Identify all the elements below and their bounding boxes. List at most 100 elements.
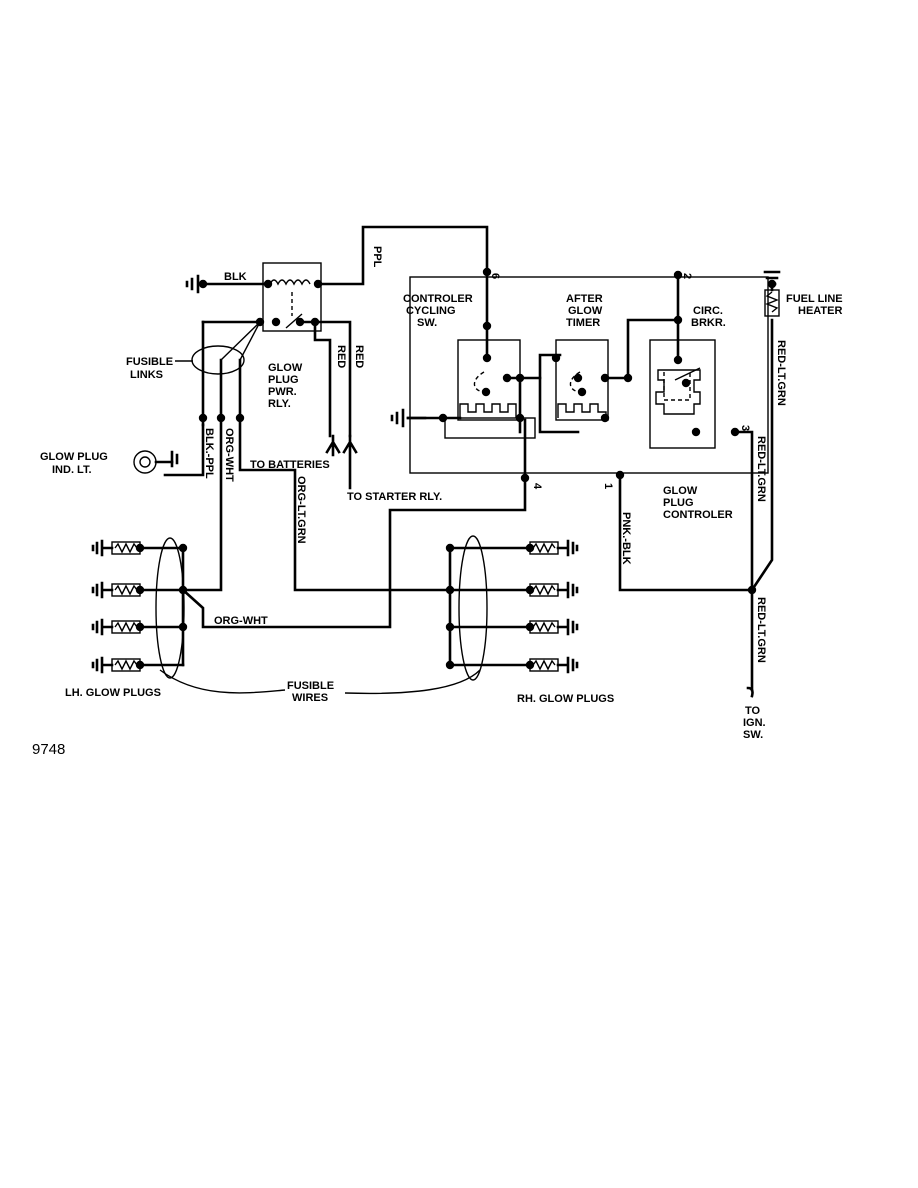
junction-dot — [691, 427, 701, 437]
junction-dot — [525, 585, 535, 595]
relay-label-3: PWR. — [268, 386, 297, 398]
junction-dot — [600, 413, 610, 423]
ind-light-label-1: GLOW PLUG — [40, 451, 108, 463]
blk-label: BLK — [224, 271, 247, 283]
org-lt-grn-label: ORG-LT.GRN — [295, 476, 307, 544]
circ-brkr-label-2: BRKR. — [691, 317, 726, 329]
blk-ppl-label: BLK.-PPL — [203, 428, 215, 479]
junction-dot — [295, 317, 305, 327]
junction-dot — [681, 378, 691, 388]
to-starter-label: TO STARTER RLY. — [347, 491, 442, 503]
red-label-1: RED — [335, 345, 347, 368]
glow-plug-indicator-light — [133, 450, 174, 474]
red-lt-grn-bottom-label: RED-LT.GRN — [755, 597, 767, 663]
controller-label-3: CONTROLER — [663, 509, 733, 521]
junction-dot — [673, 315, 683, 325]
figure-number: 9748 — [32, 741, 66, 758]
junction-dot — [135, 622, 145, 632]
junction-dot — [502, 373, 512, 383]
to-ign-sw-label-2: IGN. — [743, 717, 766, 729]
rh-glow-plug-3 — [529, 618, 579, 636]
ind-light-label-2: IND. LT. — [52, 464, 92, 476]
junction-dot — [573, 373, 583, 383]
ppl-label: PPL — [371, 246, 383, 268]
junction-dot — [730, 427, 740, 437]
junction-dot — [178, 585, 188, 595]
terminal-1-label: 1 — [602, 483, 614, 489]
junction-dot — [623, 373, 633, 383]
lh-glow-plug-4 — [91, 656, 141, 674]
fuel-line-heater — [764, 282, 780, 317]
junction-dot — [135, 585, 145, 595]
relay-label-4: RLY. — [268, 398, 291, 410]
fusible-links-label-1: FUSIBLE — [126, 356, 173, 368]
cycling-sw-label-1: CONTROLER — [403, 293, 473, 305]
junction-dot — [615, 470, 625, 480]
to-batteries-label: TO BATTERIES — [250, 459, 330, 471]
junction-dot — [482, 267, 492, 277]
to-ign-sw-label-1: TO — [745, 705, 761, 717]
junction-dot — [481, 387, 491, 397]
red-lt-grn-top-label: RED-LT.GRN — [775, 340, 787, 406]
junction-dot — [235, 413, 245, 423]
red-lt-grn-mid-label: RED-LT.GRN — [755, 436, 767, 502]
junction-dot — [482, 353, 492, 363]
junction-dot — [198, 279, 208, 289]
fuel-heater-label-2: HEATER — [798, 305, 842, 317]
fusible-wires-label-2: WIRES — [292, 692, 328, 704]
junction-dot — [445, 543, 455, 553]
junction-dot — [767, 279, 777, 289]
rh-glow-plug-1 — [529, 539, 579, 557]
junction-dot — [178, 543, 188, 553]
relay-label-2: PLUG — [268, 374, 299, 386]
junction-dot — [438, 413, 448, 423]
terminal-3-label: 3 — [739, 425, 751, 431]
fusible-links-oval — [191, 345, 245, 375]
after-glow-label-1: AFTER — [566, 293, 603, 305]
junction-dot — [577, 387, 587, 397]
after-glow-label-3: TIMER — [566, 317, 600, 329]
fuel-heater-label-1: FUEL LINE — [786, 293, 843, 305]
lh-glow-plug-2 — [91, 581, 141, 599]
junction-dot — [515, 413, 525, 423]
wires — [138, 225, 774, 692]
junction-dot — [135, 543, 145, 553]
junction-dot — [178, 622, 188, 632]
junction-dot — [551, 353, 561, 363]
fusible-wires-label-1: FUSIBLE — [287, 680, 334, 692]
junction-dot — [600, 373, 610, 383]
org-wht-horizontal-label: ORG-WHT — [214, 615, 268, 627]
pnk-blk-label: PNK.-BLK — [620, 512, 632, 565]
to-ign-sw-label-3: SW. — [743, 729, 763, 741]
terminal-4-label: 4 — [531, 483, 543, 490]
lh-glow-plug-1 — [91, 539, 141, 557]
junction-dot — [515, 373, 525, 383]
org-wht-vertical-label: ORG-WHT — [223, 428, 235, 482]
junction-dot — [135, 660, 145, 670]
labels: BLK PPL RED RED FUSIBLE LINKS GLOW PLUG … — [40, 246, 843, 741]
junction-dot — [313, 279, 323, 289]
relay-label-1: GLOW — [268, 362, 303, 374]
junction-dot — [673, 355, 683, 365]
junction-dot — [445, 585, 455, 595]
controller-label-2: PLUG — [663, 497, 694, 509]
glow-plugs — [91, 539, 579, 674]
lh-glow-plugs-label: LH. GLOW PLUGS — [65, 687, 161, 699]
junction-dots — [135, 267, 777, 670]
cycling-sw-label-3: SW. — [417, 317, 437, 329]
cycling-sw-label-2: CYCLING — [406, 305, 456, 317]
fusible-wires — [155, 535, 488, 695]
terminal-2-label: 2 — [681, 273, 693, 279]
controller-label-1: GLOW — [663, 485, 698, 497]
junction-dot — [482, 321, 492, 331]
lh-glow-plug-3 — [91, 618, 141, 636]
junction-dot — [525, 543, 535, 553]
battery-starter-connectors — [325, 434, 754, 698]
junction-dot — [520, 473, 530, 483]
junction-dot — [445, 622, 455, 632]
junction-dot — [263, 279, 273, 289]
terminal-6-label: 6 — [489, 273, 501, 279]
junction-dot — [310, 317, 320, 327]
junction-dot — [525, 622, 535, 632]
